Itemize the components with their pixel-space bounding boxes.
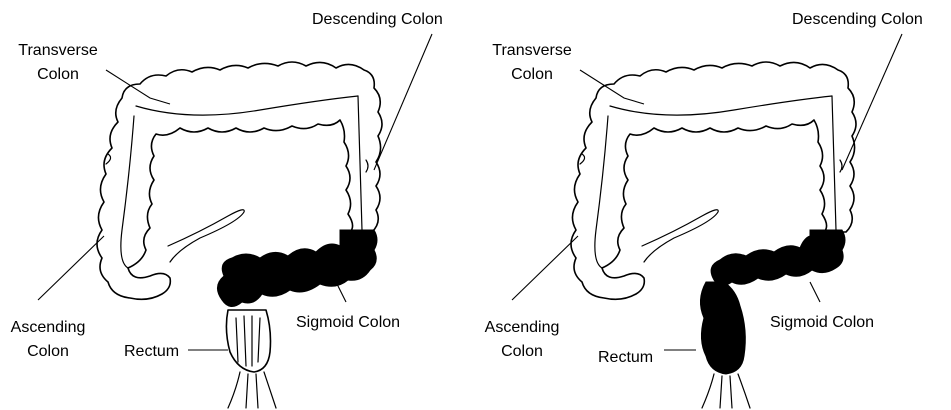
label-transverse-line1-left: Transverse [18, 42, 98, 59]
colon-diagram-right: Transverse Colon Descending Colon Ascend… [485, 11, 923, 408]
label-transverse-line2-right: Colon [511, 66, 553, 83]
label-ascending-line2-right: Colon [501, 343, 543, 360]
label-sigmoid-right: Sigmoid Colon [770, 314, 874, 331]
sigmoid-colon-left [217, 230, 377, 307]
label-sigmoid-left: Sigmoid Colon [296, 314, 400, 331]
colon-diagram-left: Transverse Colon Descending Colon Ascend… [11, 11, 443, 408]
label-descending-left: Descending Colon [312, 11, 443, 28]
label-rectum-right: Rectum [598, 349, 653, 366]
rectum-left [226, 310, 276, 408]
label-rectum-left: Rectum [124, 343, 179, 360]
label-ascending-line2-left: Colon [27, 343, 69, 360]
label-ascending-line1-left: Ascending [11, 319, 86, 336]
sigmoid-colon-right [711, 230, 845, 286]
label-ascending-line1-right: Ascending [485, 319, 560, 336]
label-transverse-line1-right: Transverse [492, 42, 572, 59]
rectum-right [700, 282, 750, 408]
label-descending-right: Descending Colon [792, 11, 923, 28]
label-transverse-line2-left: Colon [37, 66, 79, 83]
